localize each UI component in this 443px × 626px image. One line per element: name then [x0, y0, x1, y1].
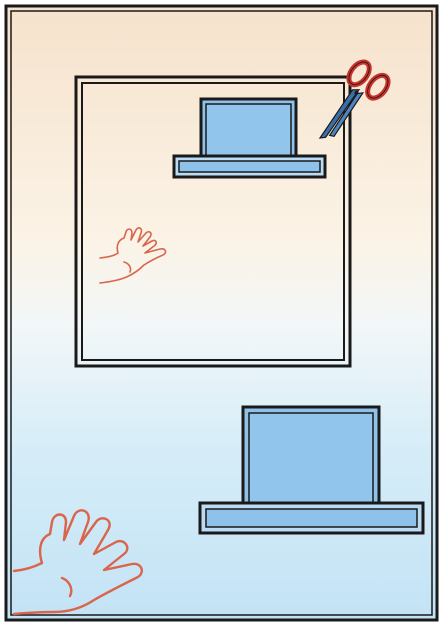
small-shelf-inner	[179, 161, 320, 172]
small-block-inner	[206, 104, 291, 157]
large-block-inner	[249, 413, 373, 505]
large-shelf-inner	[206, 509, 417, 527]
